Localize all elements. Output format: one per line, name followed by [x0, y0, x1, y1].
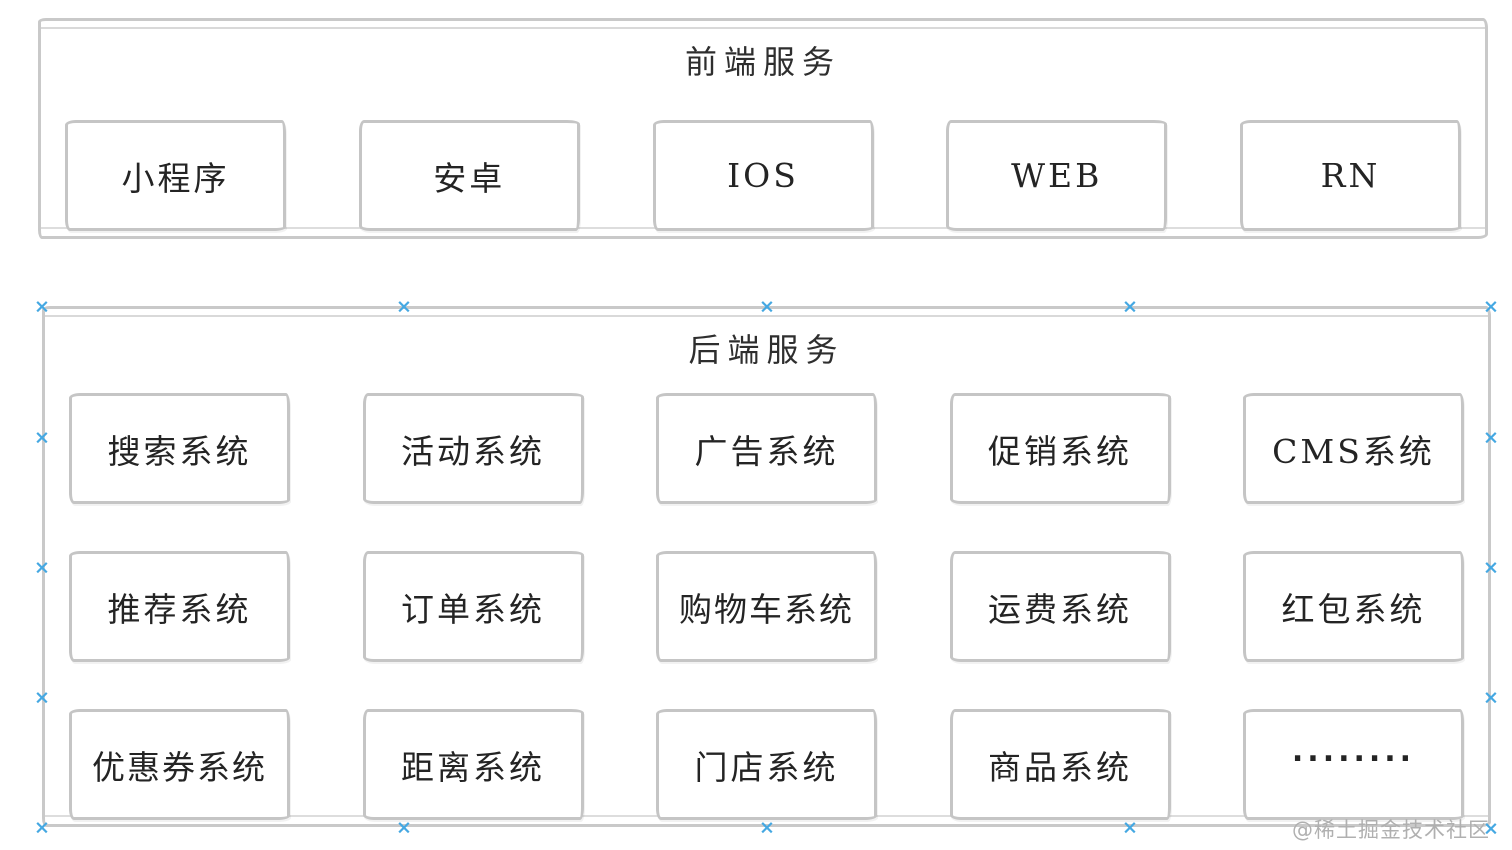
selection-handle-icon[interactable]: ×: [1483, 426, 1499, 449]
backend-box-cart-label: 购物车系统: [679, 589, 854, 629]
frontend-box-miniprogram-label: 小程序: [121, 158, 230, 198]
backend-box-cms-label: CMS系统: [1272, 431, 1435, 471]
backend-box-ads-label: 广告系统: [694, 431, 839, 471]
selection-handle-icon[interactable]: ×: [34, 295, 50, 318]
frontend-box-row: 小程序 安卓 IOS WEB RN: [41, 120, 1485, 231]
selection-handle-icon[interactable]: ×: [34, 816, 50, 839]
frontend-box-rn-label: RN: [1320, 156, 1381, 195]
backend-box-coupon[interactable]: 优惠券系统: [69, 709, 290, 820]
backend-box-ads[interactable]: 广告系统: [656, 393, 877, 504]
backend-box-activity-label: 活动系统: [401, 431, 545, 471]
backend-box-distance-label: 距离系统: [401, 747, 545, 787]
backend-grid: 搜索系统 活动系统 广告系统 促销系统 CMS系统 推荐系统: [45, 393, 1488, 820]
backend-box-store-label: 门店系统: [694, 747, 839, 787]
frontend-box-web[interactable]: WEB: [946, 120, 1168, 231]
backend-box-shipping[interactable]: 运费系统: [949, 551, 1171, 662]
selection-handle-icon[interactable]: ×: [396, 295, 412, 318]
selection-handle-icon[interactable]: ×: [1483, 686, 1499, 709]
selection-handle-icon[interactable]: ×: [34, 686, 50, 709]
selection-handle-icon[interactable]: ×: [759, 295, 775, 318]
backend-box-cart[interactable]: 购物车系统: [656, 551, 877, 662]
juejin-watermark: @稀土掘金技术社区: [1292, 818, 1490, 842]
selection-handle-icon[interactable]: ×: [1483, 295, 1499, 318]
frontend-box-rn[interactable]: RN: [1240, 120, 1461, 231]
backend-box-distance[interactable]: 距离系统: [362, 709, 584, 820]
backend-box-activity[interactable]: 活动系统: [362, 393, 584, 504]
backend-services-panel[interactable]: 后端服务 搜索系统 活动系统 广告系统 促销系统 CMS系统: [42, 306, 1491, 827]
backend-box-order-label: 订单系统: [401, 589, 545, 629]
frontend-box-android-label: 安卓: [433, 158, 506, 198]
selection-handle-icon[interactable]: ×: [396, 816, 412, 839]
frontend-box-ios[interactable]: IOS: [652, 120, 874, 231]
backend-box-promotion[interactable]: 促销系统: [949, 393, 1171, 504]
backend-box-redpacket[interactable]: 红包系统: [1243, 551, 1464, 662]
backend-panel-title: 后端服务: [688, 331, 845, 369]
frontend-box-miniprogram[interactable]: 小程序: [65, 120, 286, 231]
backend-box-search[interactable]: 搜索系统: [69, 393, 290, 504]
frontend-panel-title: 前端服务: [684, 43, 841, 81]
backend-row-2: 推荐系统 订单系统 购物车系统 运费系统 红包系统: [45, 551, 1488, 662]
backend-box-product-label: 商品系统: [988, 747, 1132, 787]
backend-box-search-label: 搜索系统: [107, 431, 252, 471]
selection-handle-icon[interactable]: ×: [1483, 817, 1499, 840]
backend-box-recommendation-label: 推荐系统: [107, 589, 252, 629]
backend-box-shipping-label: 运费系统: [988, 589, 1132, 629]
frontend-box-ios-label: IOS: [727, 156, 799, 195]
backend-box-more-label: ........: [1291, 734, 1416, 769]
backend-box-recommendation[interactable]: 推荐系统: [69, 551, 290, 662]
backend-box-order[interactable]: 订单系统: [362, 551, 584, 662]
backend-box-promotion-label: 促销系统: [988, 431, 1132, 471]
selection-handle-icon[interactable]: ×: [34, 426, 50, 449]
selection-handle-icon[interactable]: ×: [1122, 816, 1138, 839]
frontend-services-panel[interactable]: 前端服务 小程序 安卓 IOS WEB RN: [38, 18, 1488, 239]
backend-row-1: 搜索系统 活动系统 广告系统 促销系统 CMS系统: [45, 393, 1488, 504]
backend-box-product[interactable]: 商品系统: [949, 709, 1171, 820]
backend-box-coupon-label: 优惠券系统: [92, 747, 267, 787]
backend-box-cms[interactable]: CMS系统: [1243, 393, 1464, 504]
selection-handle-icon[interactable]: ×: [759, 816, 775, 839]
backend-box-more[interactable]: ........: [1243, 709, 1464, 820]
selection-handle-icon[interactable]: ×: [1122, 295, 1138, 318]
selection-handle-icon[interactable]: ×: [34, 556, 50, 579]
frontend-box-android[interactable]: 安卓: [358, 120, 580, 231]
backend-row-3: 优惠券系统 距离系统 门店系统 商品系统 ........: [45, 709, 1488, 820]
frontend-box-web-label: WEB: [1011, 156, 1103, 195]
backend-box-store[interactable]: 门店系统: [656, 709, 877, 820]
backend-box-redpacket-label: 红包系统: [1281, 589, 1426, 629]
selection-handle-icon[interactable]: ×: [1483, 556, 1499, 579]
